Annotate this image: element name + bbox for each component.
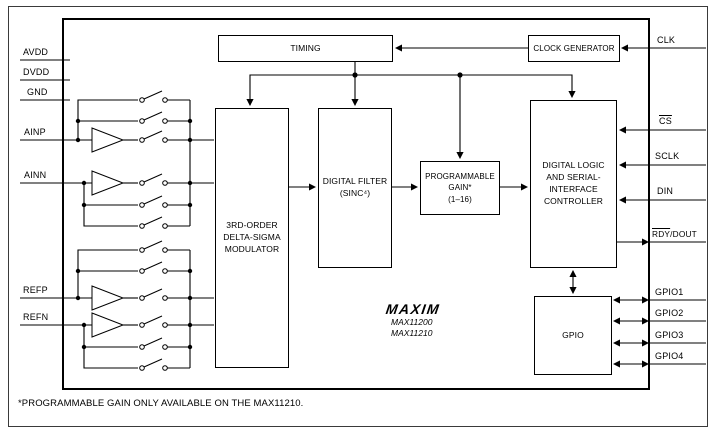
buffer-amplifier-icon [91,312,125,338]
pin-gpio2: GPIO2 [655,308,684,318]
switch-icon [139,261,190,274]
pin-gpio3: GPIO3 [655,330,684,340]
block-clock-generator: CLOCK GENERATOR [528,35,620,62]
switch-icon [139,130,190,143]
pin-dout-label: /DOUT [670,229,697,239]
brand-wordmark: MAXIM [384,301,442,317]
pin-gpio1: GPIO1 [655,287,684,297]
block-gpio: GPIO [534,296,612,375]
pin-sclk: SCLK [655,151,680,161]
buffer-amplifier-icon [91,285,125,311]
pin-refn: REFN [23,312,49,322]
pin-din: DIN [657,186,674,196]
pin-refp: REFP [23,285,48,295]
pin-cs-label: CS [659,116,672,126]
switch-icon [139,240,190,253]
pin-dvdd: DVDD [23,67,50,77]
part-number-2: MAX11210 [391,328,433,339]
switch-icon [139,90,190,103]
switch-icon [139,315,190,328]
pin-rdy-dout: RDY/DOUT [652,229,697,239]
pin-avdd: AVDD [23,47,49,57]
right-pin-wires [612,126,706,368]
block-delta-sigma-modulator: 3RD-ORDER DELTA-SIGMA MODULATOR [215,108,289,368]
pin-ainp: AINP [24,127,46,137]
chip-boundary [62,18,650,390]
switch-icon [139,195,190,208]
signal-chain-wires [289,183,577,295]
footnote: *PROGRAMMABLE GAIN ONLY AVAILABLE ON THE… [18,398,304,409]
switch-icon [139,358,190,371]
pin-clk: CLK [657,35,676,45]
switch-icon [139,216,190,229]
part-number-1: MAX11200 [391,317,433,327]
junction-dots [75,72,463,350]
pin-cs: CS [659,116,672,126]
block-digital-logic-serial-interface: DIGITAL LOGIC AND SERIAL- INTERFACE CONT… [530,100,617,268]
switch-icon [139,288,190,301]
pin-gnd: GND [27,87,48,97]
switch-icon [139,173,190,186]
buffer-amplifier-icon [91,127,125,153]
buffer-amplifier-icon [91,170,125,196]
block-digital-filter: DIGITAL FILTER (SINC⁴) [318,108,392,268]
pin-ainn: AINN [24,170,47,180]
switch-icon [139,111,190,124]
switch-icon [139,337,190,350]
maxim-logo: MAXIM MAX11200 MAX11210 [384,301,442,340]
mux-switch-icons [139,90,190,371]
pin-gpio4: GPIO4 [655,351,684,361]
block-timing: TIMING [218,35,393,62]
block-programmable-gain: PROGRAMMABLE GAIN* (1–16) [420,161,500,215]
buffer-amplifier-icons [91,127,125,338]
pin-rdy-label: RDY [652,229,671,239]
